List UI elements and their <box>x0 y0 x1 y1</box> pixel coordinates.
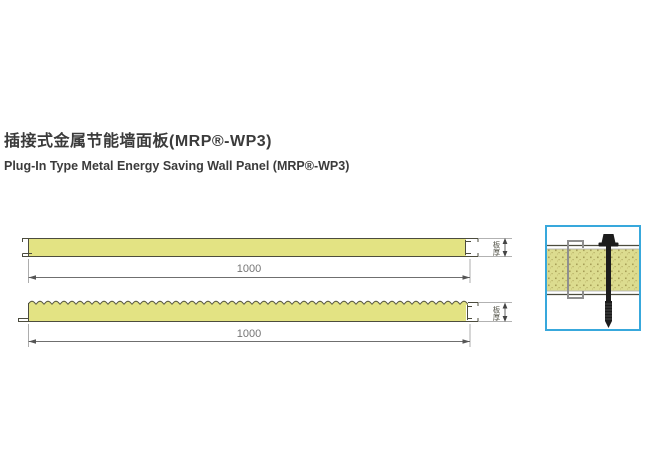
screw-fastener-icon <box>598 234 619 328</box>
panel-bottom-width-dimension <box>28 339 470 344</box>
page-title-english: Plug-In Type Metal Energy Saving Wall Pa… <box>4 159 350 173</box>
panel-top-cross-section <box>22 238 512 283</box>
joint-detail-illustration <box>547 234 639 328</box>
panel-top-width-label: 1000 <box>236 263 262 275</box>
panel-bottom-core <box>28 304 466 322</box>
panel-bottom-width-label: 1000 <box>236 328 262 340</box>
panel-top-width-dimension <box>28 275 470 280</box>
panel-top-core <box>28 239 466 256</box>
steel-channel-profile <box>567 240 584 299</box>
panel-bottom-thickness-dimension <box>502 302 508 322</box>
panel-top-thickness-dimension <box>502 238 508 257</box>
panel-top-thickness-label: 板厚 <box>492 240 501 256</box>
panel-bottom-cross-section <box>18 300 512 347</box>
joint-detail-view <box>545 225 641 331</box>
panel-bottom-corrugation <box>28 300 468 305</box>
page-title-chinese: 插接式金属节能墙面板(MRP®-WP3) <box>4 133 273 150</box>
panel-slab-section <box>547 244 639 296</box>
panel-top-extension-lines <box>28 238 512 283</box>
panel-bottom-extension-lines <box>28 302 512 347</box>
panel-bottom-thickness-label: 板厚 <box>492 305 501 321</box>
insulation-core-texture <box>547 249 639 291</box>
